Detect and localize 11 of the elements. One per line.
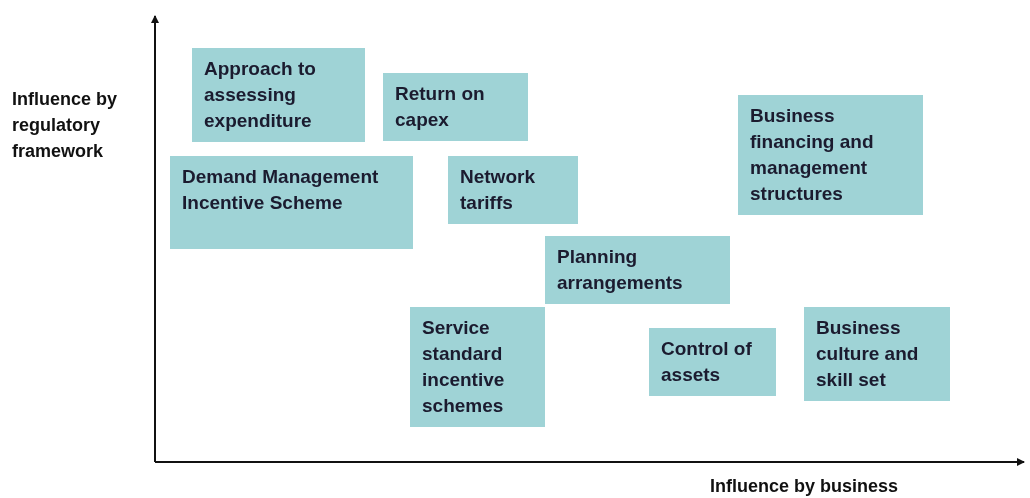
category-box: Approach to assessing expenditure (192, 48, 365, 142)
category-box: Planning arrangements (545, 236, 730, 304)
category-box: Demand Management Incentive Scheme (170, 156, 413, 249)
category-box: Service standard incentive schemes (410, 307, 545, 427)
category-box: Return on capex (383, 73, 528, 141)
category-box: Network tariffs (448, 156, 578, 224)
x-axis-label: Influence by business (710, 475, 900, 498)
category-box: Control of assets (649, 328, 776, 396)
category-box: Business culture and skill set (804, 307, 950, 401)
category-box: Business financing and management structures (738, 95, 923, 215)
y-axis-label: Influence by regulatory framework (12, 88, 119, 163)
